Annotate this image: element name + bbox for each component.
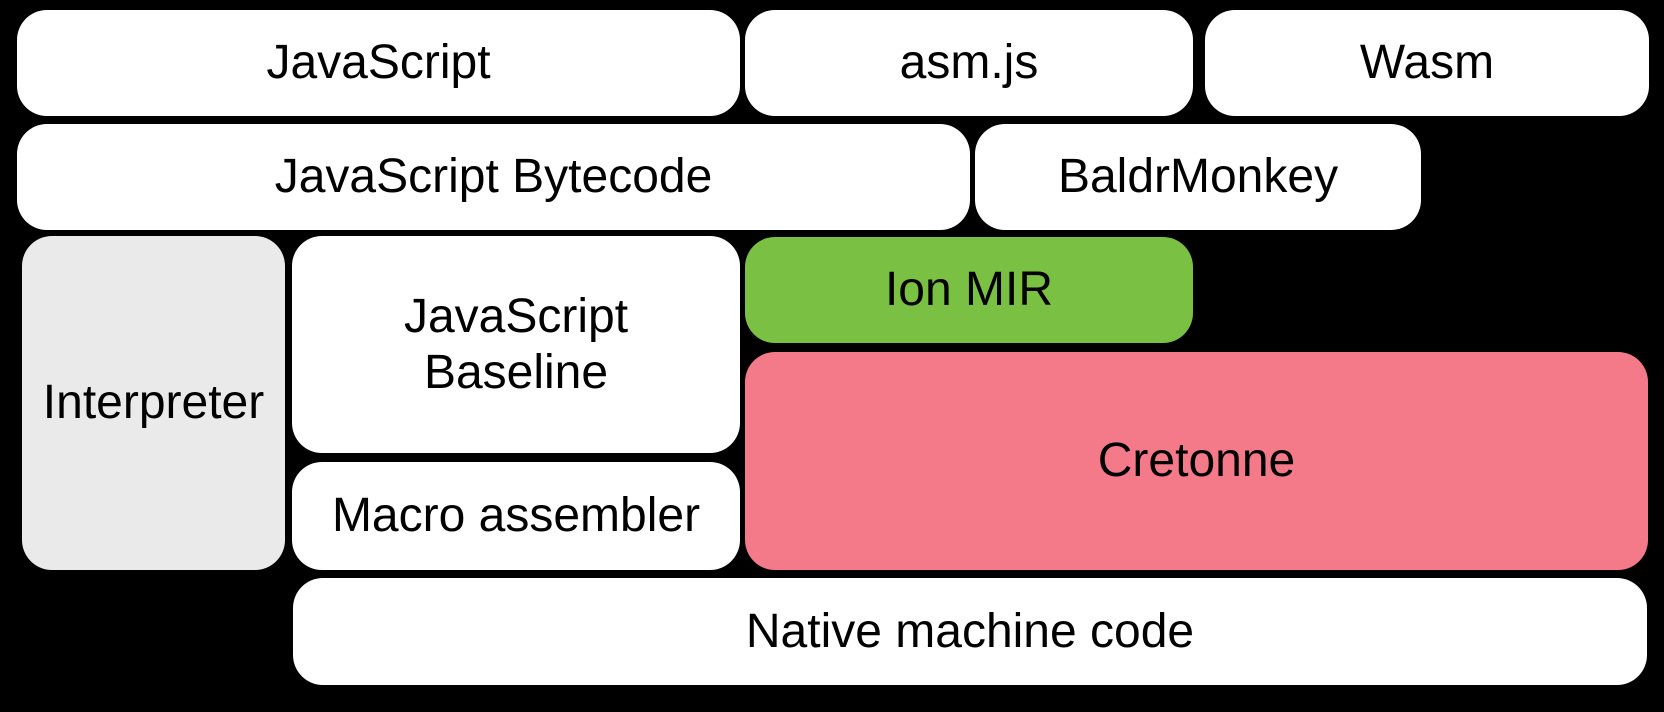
node-wasm-label: Wasm	[1359, 36, 1495, 90]
node-javascript: JavaScript	[17, 10, 740, 116]
node-interpreter: Interpreter	[22, 236, 285, 570]
node-baldrmonkey-label: BaldrMonkey	[1057, 150, 1339, 204]
node-javascript-bytecode-label: JavaScript Bytecode	[274, 150, 713, 204]
node-macro-assembler-label: Macro assembler	[331, 489, 701, 543]
node-baldrmonkey: BaldrMonkey	[975, 124, 1421, 230]
node-javascript-bytecode: JavaScript Bytecode	[17, 124, 970, 230]
node-native-machine-code: Native machine code	[293, 578, 1647, 685]
node-javascript-baseline-label: JavaScript Baseline	[403, 289, 629, 399]
node-ion-mir-label: Ion MIR	[884, 263, 1054, 317]
node-wasm: Wasm	[1205, 10, 1649, 116]
node-asmjs-label: asm.js	[899, 36, 1039, 90]
node-cretonne: Cretonne	[745, 352, 1648, 570]
node-cretonne-label: Cretonne	[1097, 434, 1296, 488]
node-javascript-label: JavaScript	[266, 36, 491, 90]
node-javascript-baseline: JavaScript Baseline	[292, 236, 740, 453]
node-asmjs: asm.js	[745, 10, 1193, 116]
node-ion-mir: Ion MIR	[745, 237, 1193, 343]
node-interpreter-label: Interpreter	[42, 376, 265, 430]
node-native-machine-code-label: Native machine code	[745, 604, 1195, 658]
node-macro-assembler: Macro assembler	[292, 462, 740, 570]
